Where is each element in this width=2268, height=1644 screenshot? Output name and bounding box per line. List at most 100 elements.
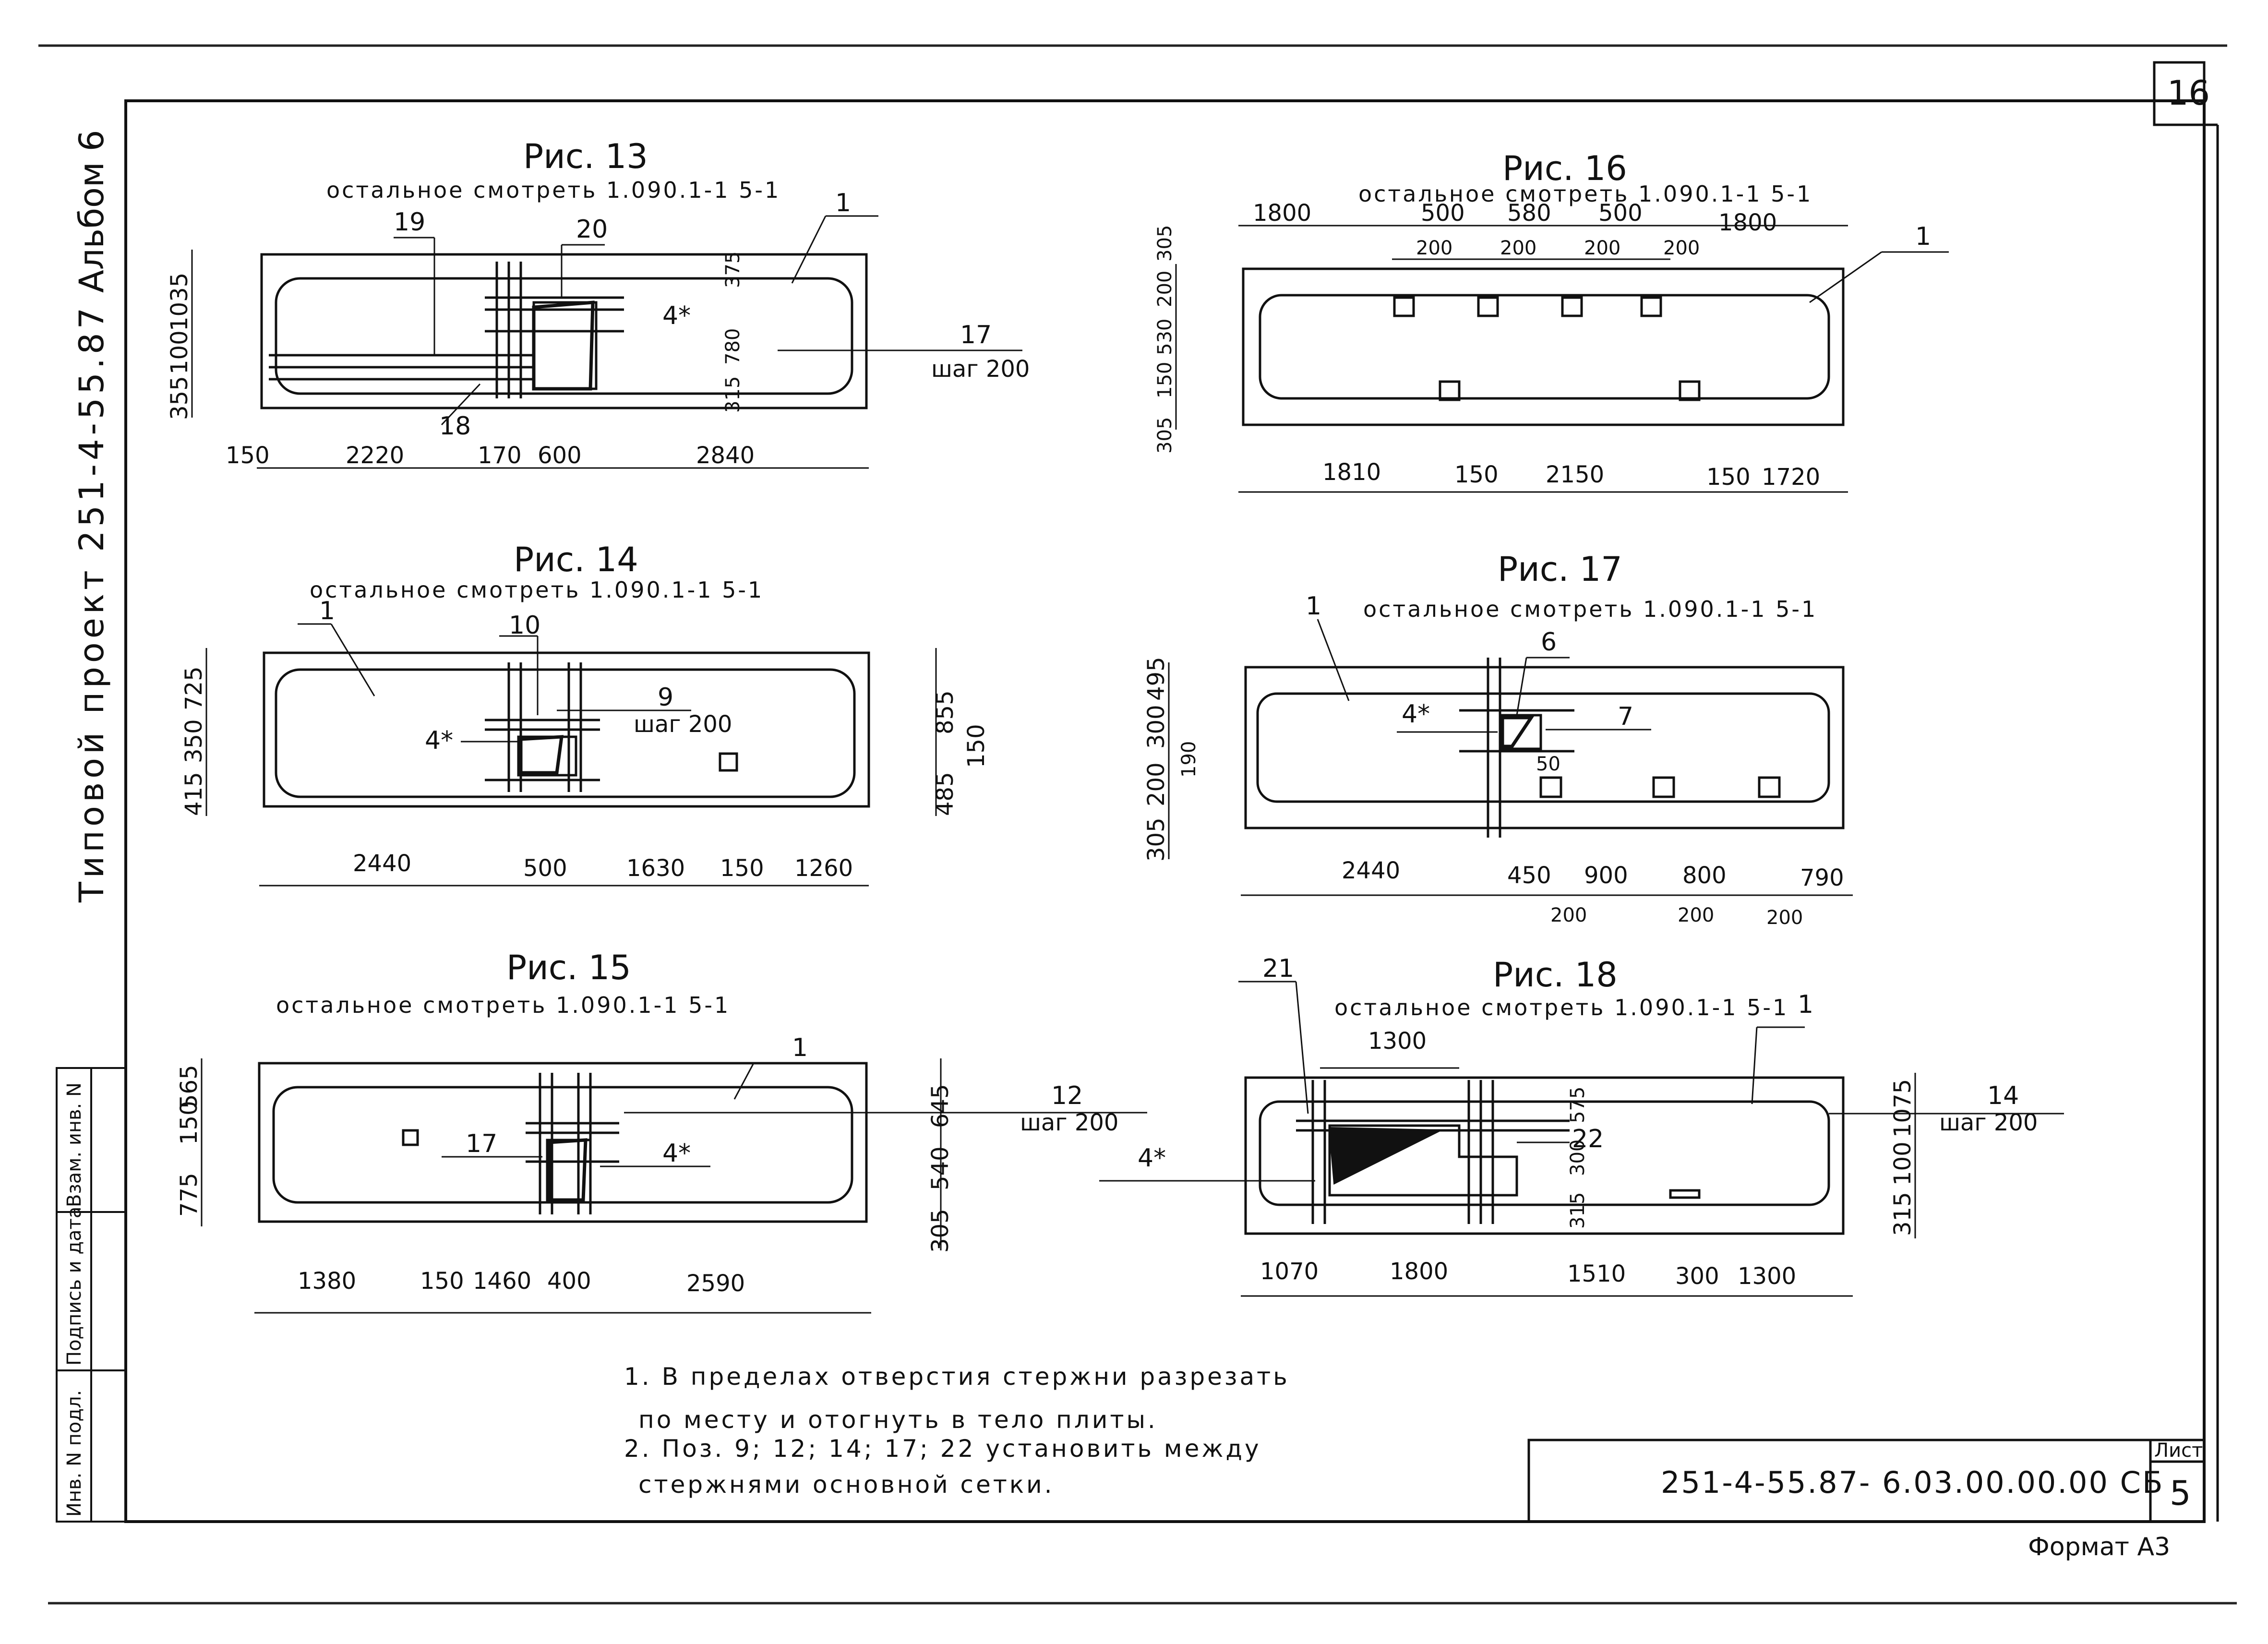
f15-dim-r0: 645 [927,1084,954,1128]
notes: 1. В пределах отверстия стержни разрезат… [624,1363,1290,1499]
f16-dim-t1: 500 [1421,200,1465,227]
figure-16-title: Рис. 16 [1502,149,1627,188]
stamp-sheet-value: 5 [2170,1474,2191,1513]
note-line-2: по месту и отогнуть в тело плиты. [638,1406,1158,1434]
f13-dim-b1: 2220 [346,442,404,469]
figure-13: Рис. 13 остальное смотреть 1.090.1-1 5-1 [166,137,1030,469]
f18-dim-r2: 315 [1889,1192,1916,1236]
f14-dim-l0: 725 [180,666,207,710]
f18-dim-b0: 1070 [1260,1258,1319,1285]
f15-callout-step: шаг 200 [1020,1109,1118,1136]
f16-dim-b2: 2150 [1546,461,1604,488]
f18-dim-b1: 1800 [1390,1258,1448,1285]
side-table-replace: Взам. инв. N [63,1082,85,1207]
f18-dim-i1: 300 [1567,1140,1589,1176]
f15-dim-b4: 2590 [686,1270,745,1297]
figure-17-title: Рис. 17 [1498,550,1622,589]
f15-dim-b2: 1460 [473,1268,531,1295]
f14-dim-b4: 1260 [794,855,853,882]
f18-callout-1: 1 [1798,990,1813,1019]
f16-dim-b1: 150 [1454,461,1499,488]
f17-callout-50: 50 [1536,753,1560,775]
f13-dim-b2: 170 [478,442,522,469]
f18-callout-1300: 1300 [1368,1028,1427,1055]
f14-dim-l2: 415 [180,772,207,816]
f13-dim-l0: 1035 [166,273,193,331]
f15-callout-12: 12 [1051,1081,1083,1110]
f13-dim-b3: 600 [538,442,582,469]
f18-callout-step: шаг 200 [1939,1109,2038,1136]
f18-callout-21: 21 [1262,954,1294,983]
f13-callout-4: 4* [662,301,691,330]
f16-callout-1: 1 [1915,222,1931,251]
f13-dim-b4: 2840 [696,442,755,469]
f18-dim-b4: 1300 [1738,1263,1796,1290]
figure-18-title: Рис. 18 [1493,955,1618,995]
figure-17: Рис. 17 остальное смотреть 1.090.1-1 5-1… [1143,550,1853,929]
f18-callout-22: 22 [1572,1125,1604,1153]
f17-dim-bs2: 200 [1766,907,1803,929]
f13-callout-step: шаг 200 [931,356,1030,383]
f18-callout-4: 4* [1138,1144,1166,1173]
f15-dim-r1: 540 [927,1146,954,1190]
f13-dim-i0: 375 [722,252,744,288]
f13-callout-20: 20 [576,215,608,244]
f16-dim-t2: 580 [1507,200,1551,227]
f14-dim-b1: 500 [523,855,567,882]
side-table-sign: Подпись и дата [63,1207,85,1366]
f17-dim-l4: 305 [1143,817,1170,862]
f18-dim-r1: 100 [1889,1141,1916,1186]
frame [124,61,2219,1523]
f17-dim-l2: 190 [1178,741,1200,778]
f14-dim-b2: 1630 [626,855,685,882]
f15-dim-l0: 565 [176,1065,203,1109]
f14-dim-r1: 150 [963,724,990,768]
f17-dim-bs1: 200 [1678,904,1714,926]
f16-dim-ts2: 200 [1584,237,1620,259]
f17-dim-b1: 450 [1507,862,1551,889]
f18-dim-i0: 575 [1567,1087,1589,1123]
f13-callout-19: 19 [394,208,425,237]
figure-15: Рис. 15 остальное смотреть 1.090.1-1 5-1 [176,948,1147,1314]
f17-dim-b2: 900 [1584,862,1628,889]
f16-dim-t4: 1800 [1718,209,1777,236]
figure-18: Рис. 18 остальное смотреть 1.090.1-1 5-1 [1099,954,2064,1297]
side-table [56,1067,127,1523]
f15-dim-r2: 305 [927,1209,954,1253]
sheet-number-top: 16 [2167,73,2210,113]
f13-callout-17: 17 [960,321,992,349]
f16-dim-t3: 500 [1598,200,1643,227]
f17-callout-4: 4* [1402,700,1430,729]
f16-dim-ts3: 200 [1663,237,1700,259]
f18-dim-i2: 315 [1567,1192,1589,1229]
f17-callout-1: 1 [1306,592,1321,621]
f16-dim-l3: 150 [1154,362,1176,398]
f14-dim-r2: 485 [932,772,959,816]
f16-dim-ts0: 200 [1416,237,1452,259]
f13-dim-l2: 355 [166,376,193,420]
f15-dim-b1: 150 [420,1268,464,1295]
f15-callout-1: 1 [792,1033,808,1062]
f13-dim-i2: 315 [722,376,744,413]
f17-dim-b4: 790 [1800,864,1844,891]
f15-dim-l2: 775 [176,1173,203,1217]
stamp-code: 251-4-55.87- 6.03.00.00.00 СБ [1661,1465,2164,1500]
f18-dim-b2: 1510 [1567,1260,1626,1287]
f14-dim-b3: 150 [720,855,764,882]
f14-dim-l1: 350 [180,719,207,763]
f18-dim-r0: 1075 [1889,1079,1916,1138]
f17-dim-l0: 495 [1143,657,1170,701]
note-line-4: стержнями основной сетки. [638,1471,1055,1499]
note-line-1: 1. В пределах отверстия стержни разрезат… [624,1363,1290,1391]
f16-dim-l0: 305 [1154,225,1176,262]
figure-15-title: Рис. 15 [506,948,631,987]
project-label: Типовой проект 251-4-55.87 [72,304,111,903]
figure-17-subtitle: остальное смотреть 1.090.1-1 5-1 [1363,596,1817,622]
f18-callout-14: 14 [1987,1081,2019,1110]
f13-callout-1: 1 [835,189,851,217]
f16-dim-b4: 1720 [1762,464,1820,491]
figure-16-subtitle: остальное смотреть 1.090.1-1 5-1 [1358,181,1812,207]
f14-callout-1: 1 [319,597,335,625]
format-label: Формат А3 [2028,1533,2170,1561]
figure-14-subtitle: остальное смотреть 1.090.1-1 5-1 [310,577,764,603]
